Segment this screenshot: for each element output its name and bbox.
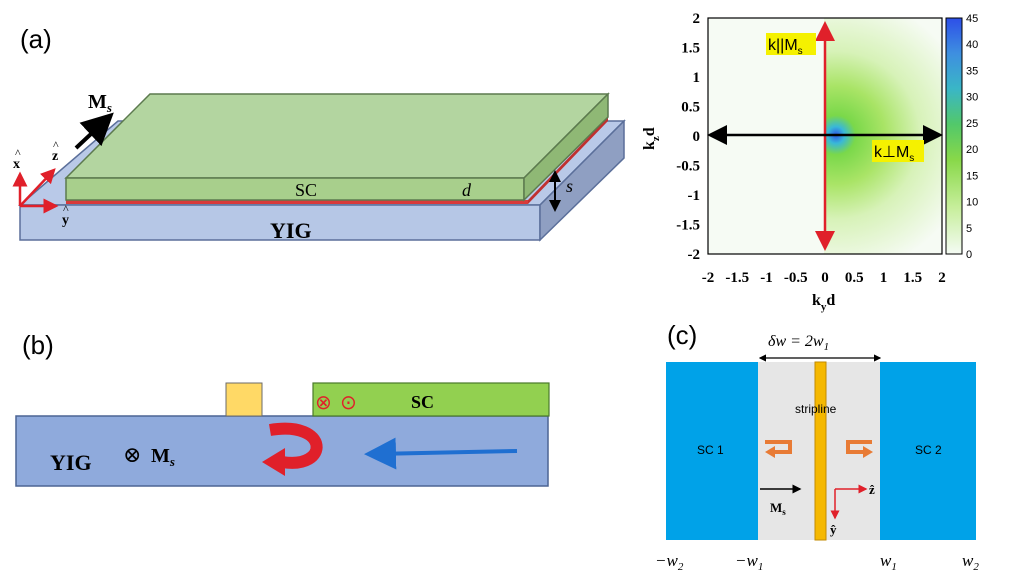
x-tick-label: 0 (821, 270, 829, 286)
panel-a: (a) SC d YIG s Ms x ^ z ^ y ^ (12, 24, 626, 243)
y-tick-label: 0.5 (681, 100, 700, 116)
magnetization-arrow (74, 112, 114, 150)
spacer-layer (66, 200, 528, 204)
into-page-symbol: ⊗ (315, 392, 332, 414)
x-tick-label: 2 (938, 270, 946, 286)
panel-c: (c) δw = 2w1 stripline SC 1 SC 2 Ms ẑ ŷ … (655, 320, 979, 573)
z-axis-label-c: ẑ (869, 482, 875, 497)
x-tick-label: 1 (880, 270, 888, 286)
yig-side-face (539, 119, 625, 242)
sc-label-b: SC (411, 392, 434, 412)
k-parallel-label-bg (766, 33, 816, 55)
y-tick-label: 1.5 (681, 41, 700, 57)
z-axis-label: z (52, 149, 58, 164)
colorbar-tick-label: 5 (966, 223, 972, 235)
svg-text:^: ^ (63, 202, 69, 216)
y-tick-label: -1 (688, 188, 701, 204)
colorbar-tick-label: 10 (966, 197, 978, 209)
x-axis-title: kyd (812, 292, 835, 313)
y-axis-title: kzd (641, 127, 662, 150)
panel-a-label: (a) (20, 24, 52, 54)
yig-label-b: YIG (50, 450, 92, 475)
y-tick-label: 1 (693, 70, 701, 86)
y-tick-label: 0 (693, 129, 701, 145)
colorbar-tick-label: 45 (966, 13, 978, 25)
colorbar-tick-label: 30 (966, 92, 978, 104)
panel-c-label: (c) (667, 320, 697, 350)
x-axis-label: x (13, 157, 20, 172)
k-parallel-label: k||Ms (768, 37, 803, 57)
y-tick-labels: 2 1.5 1 0.5 0 -0.5 -1 -1.5 -2 (676, 11, 700, 263)
x-tick-label: 1.5 (903, 270, 922, 286)
sc-top-face (64, 93, 610, 179)
width-difference-label: δw = 2w1 (768, 333, 829, 353)
heatmap-panel: -2 -1.5 -1 -0.5 0 0.5 1 1.5 2 2 1.5 1 0.5 0 -0.5 -1 -1.… (641, 11, 978, 313)
left-u-turn-head (765, 446, 775, 458)
tick-neg-w1: −w1 (735, 551, 763, 573)
stripline (814, 361, 827, 541)
sc-side-face (523, 92, 609, 202)
ms-label-b: Ms (151, 445, 175, 469)
y-axis-label-c: ŷ (830, 522, 837, 537)
ms-label-a: Ms (88, 91, 112, 115)
x-tick-label: -2 (702, 270, 715, 286)
k-perp-label: k⊥Ms (874, 144, 914, 164)
out-of-page-symbol: ⊙ (340, 392, 357, 414)
colorbar-tick-label: 0 (966, 249, 972, 261)
tick-neg-w2: −w2 (655, 551, 684, 573)
colorbar-tick-label: 40 (966, 39, 978, 51)
sc2-region (880, 362, 976, 540)
sc1-label: SC 1 (697, 443, 724, 457)
left-u-turn-arrow (765, 440, 792, 454)
antenna-block (225, 382, 263, 417)
x-tick-label: -1 (760, 270, 773, 286)
x-tick-label: -0.5 (784, 270, 808, 286)
colorbar-tick-label: 25 (966, 118, 978, 130)
right-u-turn-arrow (846, 440, 872, 454)
propagation-arrow (364, 437, 518, 470)
colorbar-tick-label: 20 (966, 144, 978, 156)
ms-into-page-symbol: ⊗ (123, 442, 141, 467)
stripline-label: stripline (795, 402, 837, 416)
panel-b-label: (b) (22, 330, 54, 360)
tick-w1: w1 (880, 551, 897, 573)
x-tick-label: -1.5 (725, 270, 749, 286)
sc-label-a: SC (295, 180, 317, 200)
sc-layer-b (312, 382, 550, 417)
u-turn-arrowhead (262, 448, 285, 476)
x-tick-label: 0.5 (845, 270, 864, 286)
yig-label-a: YIG (270, 218, 312, 243)
k-perp-label-bg (872, 140, 924, 162)
y-tick-label: -2 (688, 247, 701, 263)
colorbar-tick-labels: 45 40 35 30 25 20 15 10 5 0 (966, 13, 978, 261)
ms-label-c: Ms (770, 500, 786, 517)
y-tick-label: 2 (693, 11, 701, 27)
svg-text:^: ^ (53, 138, 59, 152)
colorbar-tick-label: 35 (966, 65, 978, 77)
svg-text:^: ^ (15, 146, 21, 160)
x-tick-labels: -2 -1.5 -1 -0.5 0 0.5 1 1.5 2 (702, 270, 946, 286)
y-tick-label: -1.5 (676, 218, 700, 234)
s-spacing-label: s (566, 176, 573, 196)
spacer-side (528, 117, 608, 204)
d-thickness-label: d (462, 180, 472, 200)
sc1-region (666, 362, 758, 540)
y-axis-label: y (62, 213, 69, 228)
colorbar-tick-label: 15 (966, 170, 978, 182)
colorbar (945, 17, 963, 255)
tick-w2: w2 (962, 551, 979, 573)
right-u-turn-head (863, 446, 873, 458)
z-axis-arrow (19, 168, 56, 207)
sc2-label: SC 2 (915, 443, 942, 457)
panel-b: (b) ⊗ ⊙ SC YIG ⊗ Ms (15, 330, 550, 487)
u-turn-arrow (269, 422, 323, 469)
y-tick-label: -0.5 (676, 159, 700, 175)
